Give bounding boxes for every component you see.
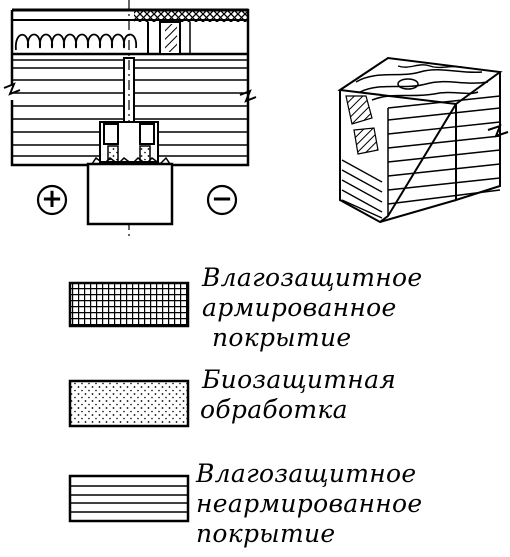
- legend-swatch-stripes: [68, 474, 190, 523]
- wall-section: [3, 0, 257, 240]
- legend-label-3-line-1: Влагозащитное: [196, 459, 417, 488]
- legend-label-1-line-1: Влагозащитное: [202, 263, 423, 292]
- legend-label-1-line-3: покрытие: [212, 323, 352, 352]
- legend-swatch-grid: [68, 281, 190, 328]
- legend-label-2-line-1: Биозащитная: [202, 365, 397, 394]
- timber-block: [337, 56, 509, 224]
- plus-sign: +: [41, 184, 63, 214]
- legend-label-3-line-2: неармированное: [196, 489, 423, 518]
- legend-label-2-line-2: обработка: [200, 395, 348, 424]
- legend-swatch-dots: [68, 379, 190, 428]
- minus-sign: −: [211, 184, 233, 214]
- legend-label-3-line-3: покрытие: [196, 519, 336, 548]
- plus-circle-icon: [36, 184, 68, 216]
- legend-label-1-line-2: армированное: [202, 293, 397, 322]
- minus-circle-icon: [206, 184, 238, 216]
